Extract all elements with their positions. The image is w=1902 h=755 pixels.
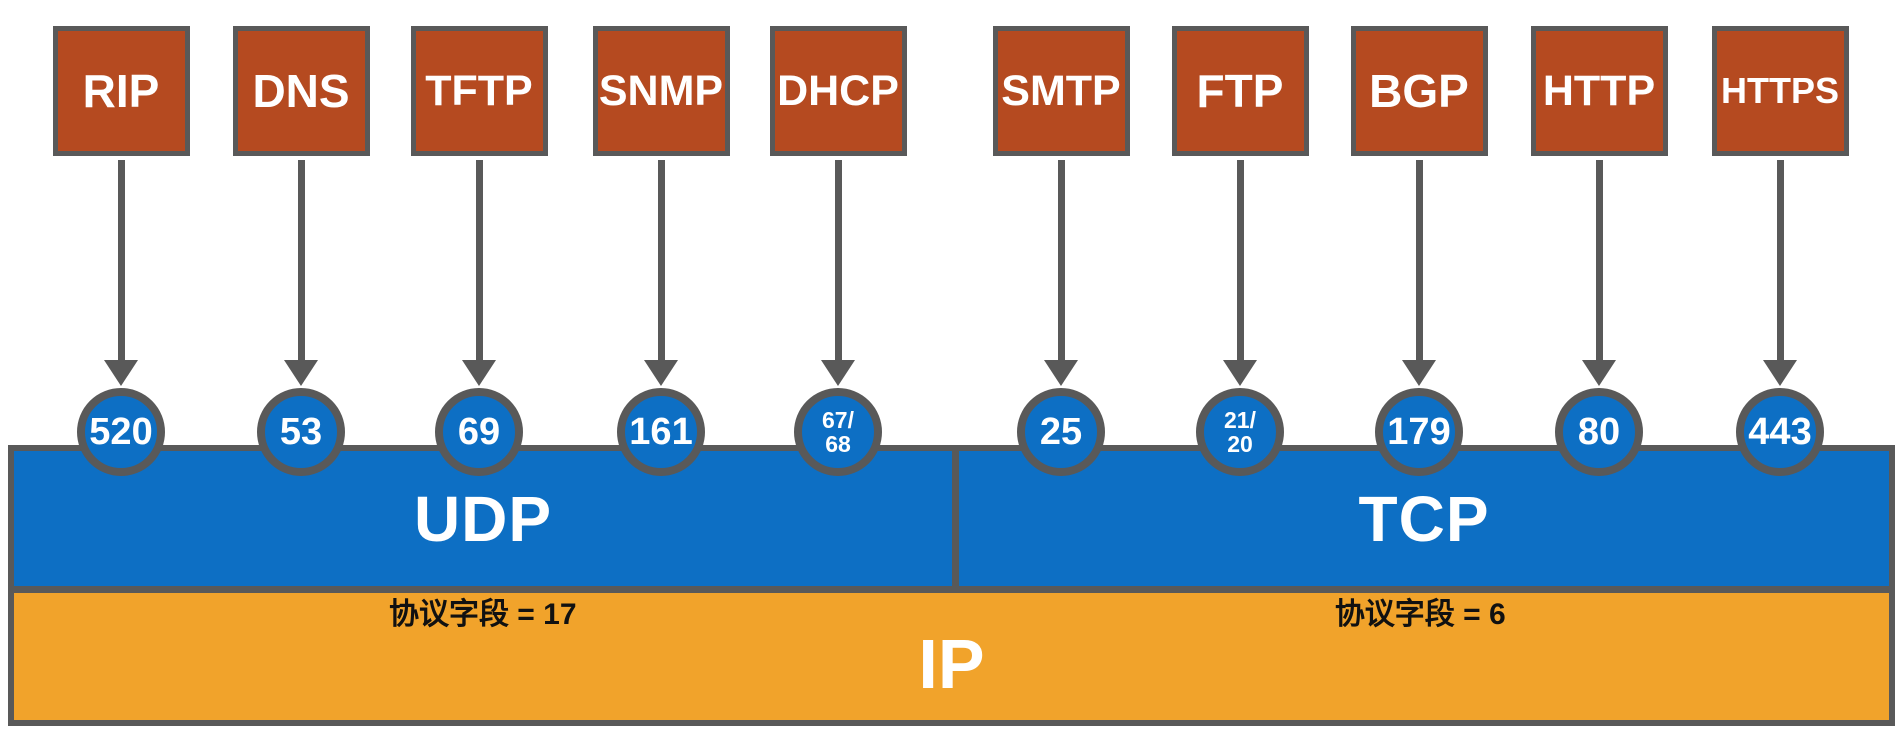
arrow-down-icon bbox=[1402, 360, 1436, 386]
port-number-label: 69 bbox=[457, 411, 501, 453]
arrow-down-icon bbox=[1223, 360, 1257, 386]
protocol-box: BGP bbox=[1350, 26, 1488, 156]
layer-stack: UDP TCP 协议字段 = 17 协议字段 = 6 IP bbox=[8, 445, 1895, 726]
port-number-label: 25 bbox=[1039, 411, 1083, 453]
port-circle: 67/ 68 bbox=[794, 388, 882, 476]
protocol-column: BGP 179 bbox=[1329, 0, 1509, 476]
arrow-down-icon bbox=[284, 360, 318, 386]
protocol-column: RIP 520 bbox=[31, 0, 211, 476]
port-number-label: 53 bbox=[279, 411, 323, 453]
arrow-line bbox=[297, 160, 305, 360]
protocol-label: HTTP bbox=[1542, 66, 1656, 115]
protocol-column: SMTP 25 bbox=[971, 0, 1151, 476]
protocol-label: RIP bbox=[82, 65, 160, 117]
arrow-down-icon bbox=[821, 360, 855, 386]
protocol-box: HTTP bbox=[1530, 26, 1668, 156]
protocol-column: HTTPS 443 bbox=[1690, 0, 1870, 476]
port-number-label: 179 bbox=[1387, 411, 1451, 453]
arrow-line bbox=[657, 160, 665, 360]
port-number-label: 80 bbox=[1577, 411, 1621, 453]
port-circle: 53 bbox=[257, 388, 345, 476]
udp-label: UDP bbox=[413, 482, 553, 555]
protocol-label: BGP bbox=[1369, 65, 1469, 117]
protocol-label: SNMP bbox=[598, 66, 724, 115]
arrow-down-icon bbox=[104, 360, 138, 386]
arrow-line bbox=[475, 160, 483, 360]
arrow-down-icon bbox=[644, 360, 678, 386]
protocol-label: DHCP bbox=[777, 66, 899, 115]
port-number-label: 67/ 68 bbox=[822, 406, 854, 457]
protocol-column: SNMP 161 bbox=[571, 0, 751, 476]
tcp-protocol-field-note: 协议字段 = 6 bbox=[1334, 598, 1506, 631]
ip-layer-row: 协议字段 = 17 协议字段 = 6 IP bbox=[14, 586, 1889, 720]
protocol-box: FTP bbox=[1171, 26, 1309, 156]
protocol-label: FTP bbox=[1196, 65, 1284, 117]
port-circle: 69 bbox=[435, 388, 523, 476]
port-number-label: 21/ 20 bbox=[1224, 406, 1256, 457]
arrow-line bbox=[1595, 160, 1603, 360]
arrow-line bbox=[1776, 160, 1784, 360]
protocol-box: HTTPS bbox=[1711, 26, 1849, 156]
tcp-label: TCP bbox=[1358, 482, 1490, 555]
protocol-box: RIP bbox=[52, 26, 190, 156]
protocol-box: DHCP bbox=[769, 26, 907, 156]
protocol-label: SMTP bbox=[1001, 66, 1121, 115]
port-number-label: 161 bbox=[629, 411, 693, 453]
arrow-down-icon bbox=[1582, 360, 1616, 386]
port-circle: 161 bbox=[617, 388, 705, 476]
protocol-label: DNS bbox=[252, 65, 350, 117]
protocol-column: FTP 21/ 20 bbox=[1150, 0, 1330, 476]
port-circle: 80 bbox=[1555, 388, 1643, 476]
port-circle: 21/ 20 bbox=[1196, 388, 1284, 476]
port-circle: 25 bbox=[1017, 388, 1105, 476]
protocol-column: DNS 53 bbox=[211, 0, 391, 476]
ip-label: IP bbox=[918, 624, 985, 703]
protocol-label: TFTP bbox=[425, 66, 533, 115]
arrow-down-icon bbox=[1763, 360, 1797, 386]
protocol-box: SMTP bbox=[992, 26, 1130, 156]
protocol-column: DHCP 67/ 68 bbox=[748, 0, 928, 476]
arrow-line bbox=[1236, 160, 1244, 360]
arrow-line bbox=[117, 160, 125, 360]
udp-protocol-field-note: 协议字段 = 17 bbox=[388, 598, 577, 631]
protocol-column: TFTP 69 bbox=[389, 0, 569, 476]
protocol-box: TFTP bbox=[410, 26, 548, 156]
protocol-column: HTTP 80 bbox=[1509, 0, 1689, 476]
arrow-line bbox=[1057, 160, 1065, 360]
protocol-box: SNMP bbox=[592, 26, 730, 156]
port-number-label: 443 bbox=[1748, 411, 1812, 453]
arrow-line bbox=[1415, 160, 1423, 360]
protocol-box: DNS bbox=[232, 26, 370, 156]
arrow-down-icon bbox=[1044, 360, 1078, 386]
port-circle: 443 bbox=[1736, 388, 1824, 476]
port-circle: 520 bbox=[77, 388, 165, 476]
port-circle: 179 bbox=[1375, 388, 1463, 476]
arrow-line bbox=[834, 160, 842, 360]
arrow-down-icon bbox=[462, 360, 496, 386]
protocol-label: HTTPS bbox=[1720, 70, 1839, 111]
port-number-label: 520 bbox=[89, 411, 153, 453]
